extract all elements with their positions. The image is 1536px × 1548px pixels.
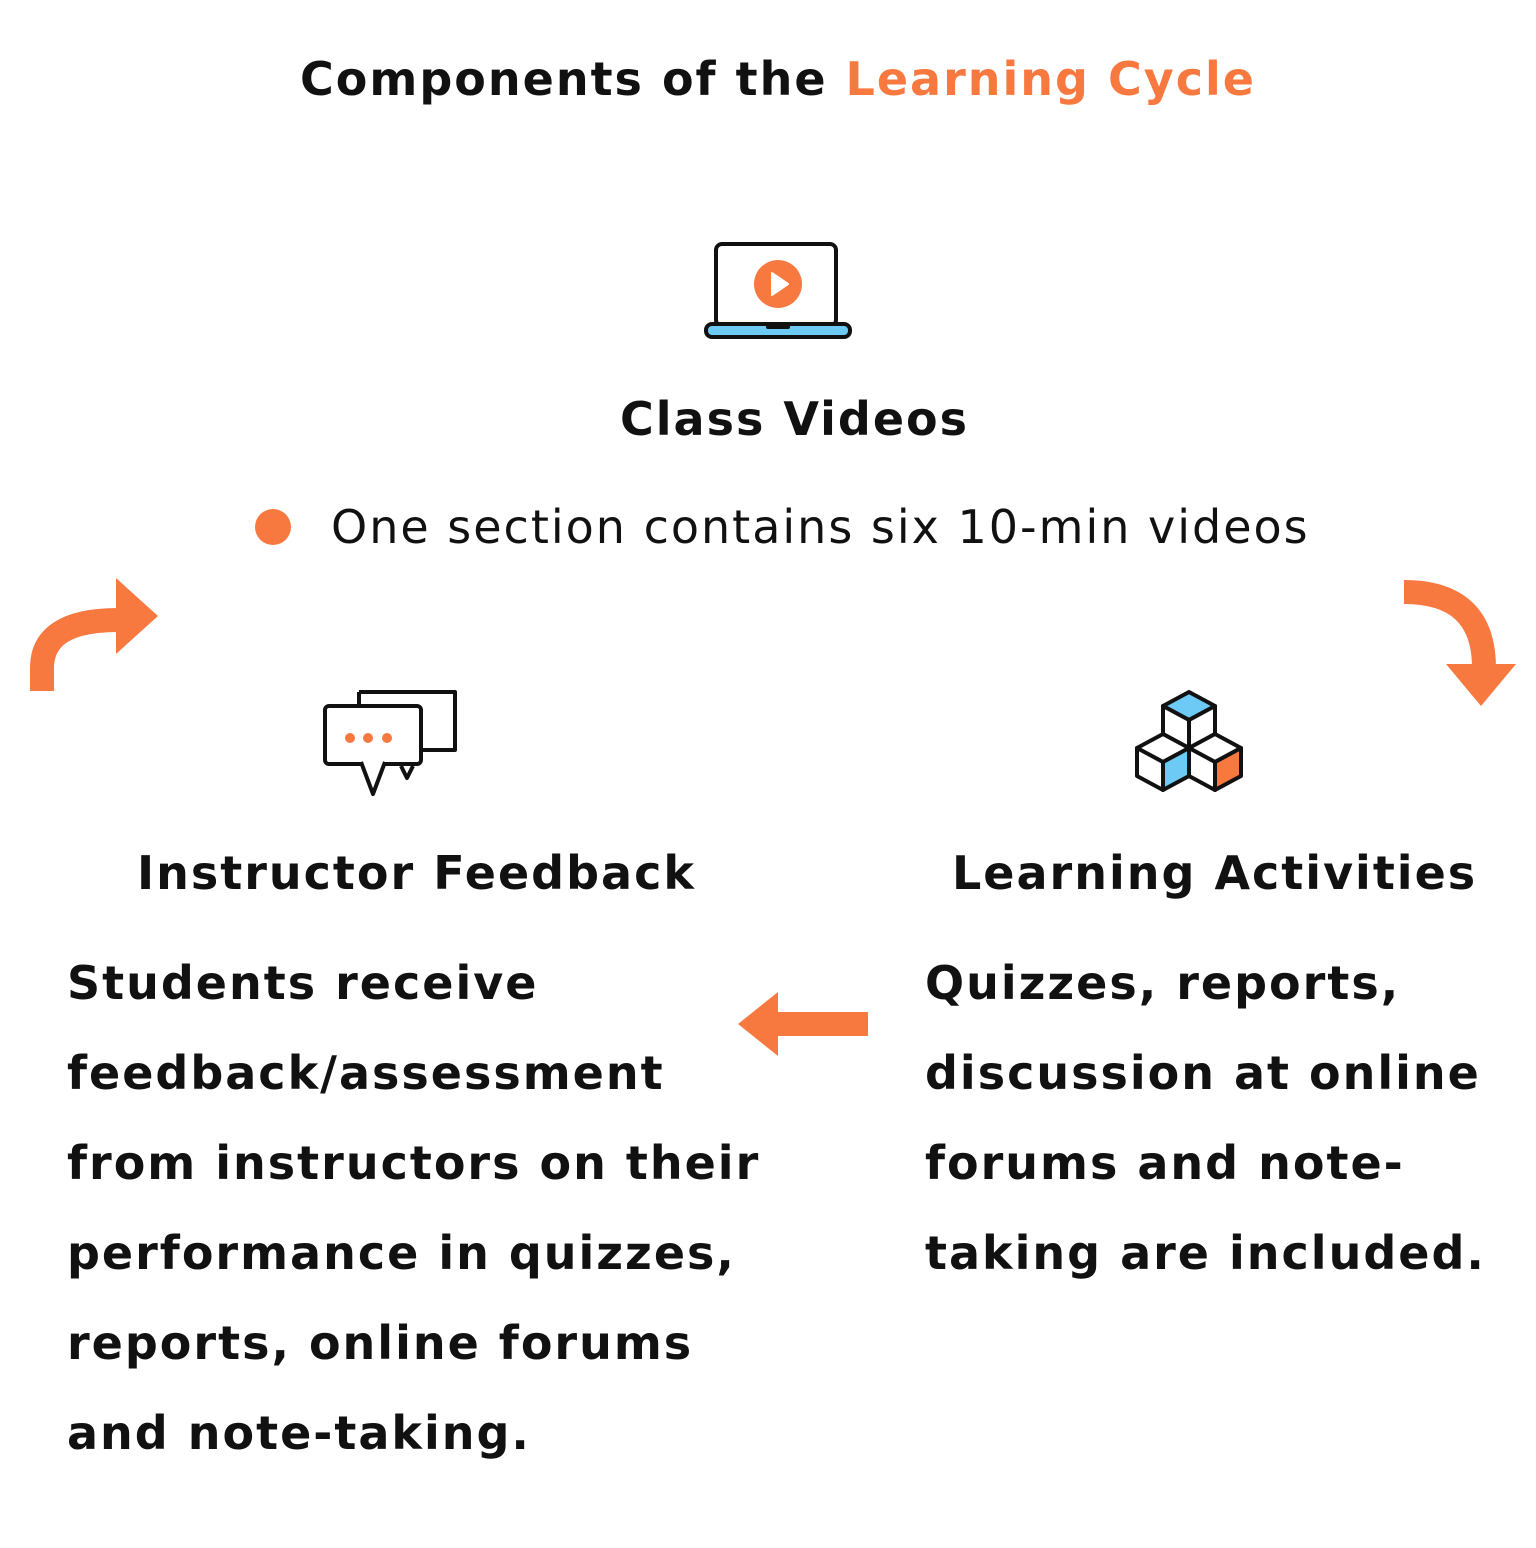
chat-bubbles-icon [323, 690, 459, 798]
left-arrow-icon [738, 992, 870, 1056]
instructor-feedback-heading: Instructor Feedback [137, 846, 696, 900]
cubes-icon [1133, 690, 1245, 800]
title-highlight: Learning Cycle [845, 52, 1256, 106]
title-prefix: Components of the [300, 52, 846, 106]
class-videos-heading: Class Videos [620, 392, 970, 446]
text-line: Quizzes, reports, [925, 956, 1401, 1010]
learning-activities-heading: Learning Activities [952, 846, 1478, 900]
learning-activities-description: Quizzes, reports, discussion at online f… [925, 938, 1486, 1298]
text-line: feedback/assessment [67, 1046, 665, 1100]
text-line: Students receive [67, 956, 539, 1010]
class-videos-bullet: One section contains six 10-min videos [255, 500, 1310, 554]
bullet-dot-icon [255, 509, 291, 545]
text-line: discussion at online [925, 1046, 1481, 1100]
curved-arrow-up-right-icon [30, 578, 160, 693]
page-title: Components of the Learning Cycle [0, 52, 1536, 106]
text-line: performance in quizzes, [67, 1226, 736, 1280]
text-line: reports, online forums [67, 1316, 694, 1370]
curved-arrow-down-right-icon [1404, 578, 1519, 708]
text-line: from instructors on their [67, 1136, 761, 1190]
text-line: and note-taking. [67, 1406, 531, 1460]
laptop-play-icon [704, 242, 852, 340]
instructor-feedback-description: Students receive feedback/assessment fro… [67, 938, 760, 1478]
text-line: taking are included. [925, 1226, 1486, 1280]
text-line: forums and note- [925, 1136, 1405, 1190]
bullet-text: One section contains six 10-min videos [331, 500, 1310, 554]
